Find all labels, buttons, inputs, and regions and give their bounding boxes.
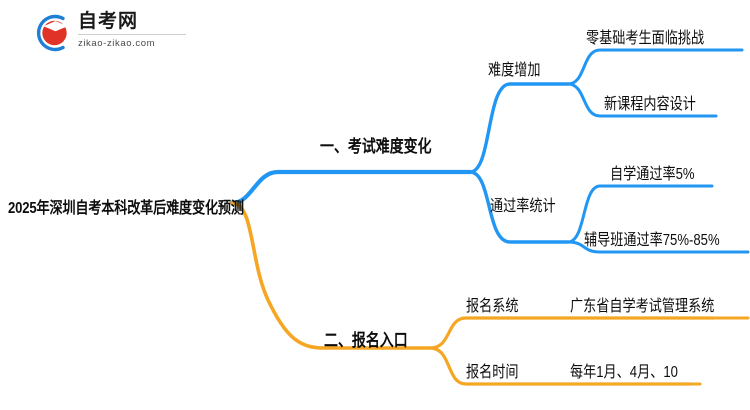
connector-sub-2-to-leaf-1 xyxy=(566,184,714,244)
logo-text: 自考网 zikao-zikao.com xyxy=(78,11,190,50)
connector-branch-2-to-sub-1 xyxy=(428,316,716,350)
logo-divider xyxy=(78,34,186,35)
mindmap-sub-node-registration-system[interactable]: 报名系统 xyxy=(466,298,519,315)
mindmap-root-node[interactable]: 2025年深圳自考本科改革后难度变化预测 xyxy=(8,200,244,217)
mindmap-leaf-self-study-pass-rate[interactable]: 自学通过率5% xyxy=(610,166,695,183)
mindmap-branch-node-2[interactable]: 二、报名入口 xyxy=(324,331,408,350)
mindmap-leaf-new-course-design[interactable]: 新课程内容设计 xyxy=(604,96,696,113)
mindmap-leaf-guangdong-exam-system[interactable]: 广东省自学考试管理系统 xyxy=(570,298,715,315)
connector-sub-1-to-leaf-2 xyxy=(566,82,718,118)
mindmap-sub-node-pass-rate-stats[interactable]: 通过率统计 xyxy=(490,198,556,215)
connector-sub-1-to-leaf-1 xyxy=(566,48,744,86)
mindmap-sub-node-difficulty-increase[interactable]: 难度增加 xyxy=(488,62,541,79)
connector-branch-2-to-sub-2 xyxy=(428,346,692,386)
mindmap-branch-node-1[interactable]: 一、考试难度变化 xyxy=(320,137,432,156)
mindmap-leaf-zero-base-challenge[interactable]: 零基础考生面临挑战 xyxy=(586,30,705,47)
connector-branch-1-to-sub-1 xyxy=(468,82,570,174)
connector-root-to-branch-1 xyxy=(229,169,473,206)
mindmap-sub-node-registration-time[interactable]: 报名时间 xyxy=(466,364,519,381)
connector-root-to-branch-2 xyxy=(230,201,432,350)
connector-branch-1-to-sub-2 xyxy=(468,170,570,244)
logo-name: 自考网 xyxy=(78,11,139,32)
graduation-cap-logo-icon xyxy=(30,11,74,55)
connector-sub-2-to-leaf-2 xyxy=(566,240,750,254)
mindmap-leaf-tutoring-pass-rate[interactable]: 辅导班通过率75%-85% xyxy=(584,232,720,249)
logo-domain: zikao-zikao.com xyxy=(78,38,156,49)
mindmap-leaf-registration-months[interactable]: 每年1月、4月、10 xyxy=(570,364,678,381)
site-logo: 自考网 zikao-zikao.com xyxy=(30,9,190,57)
